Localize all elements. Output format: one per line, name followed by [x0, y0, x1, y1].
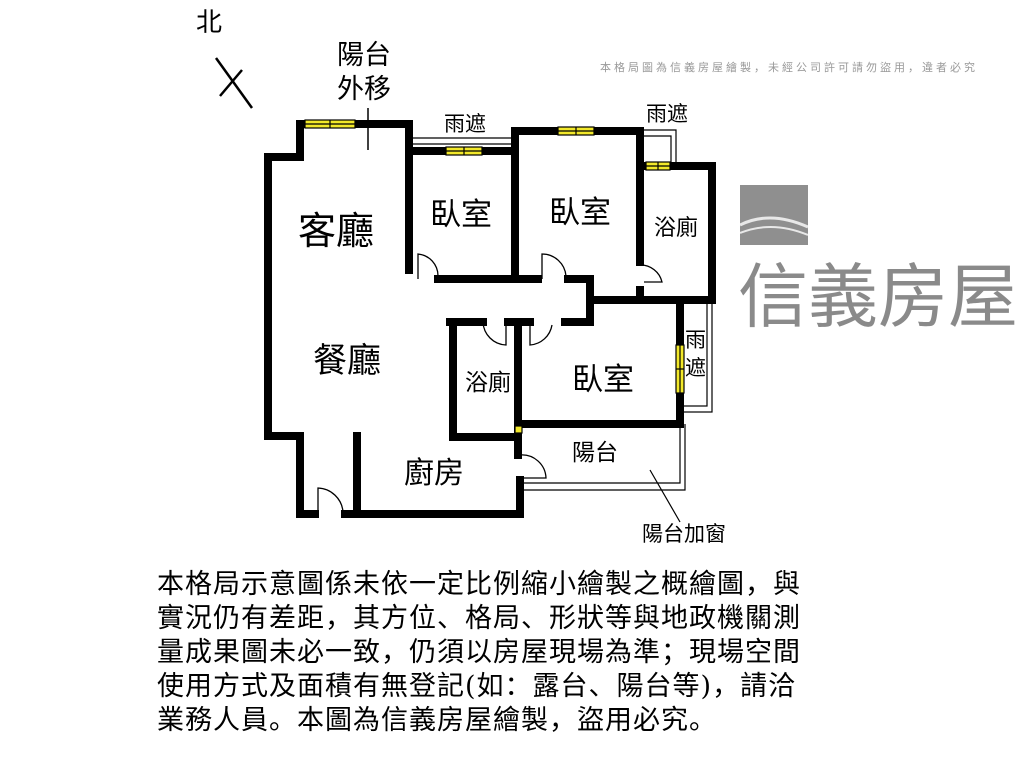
disclaimer-line: 量成果圖未必一致，仍須以房屋現場為準；現場空間	[157, 637, 801, 668]
north-label: 北	[196, 8, 223, 38]
door-bedroom2	[541, 253, 567, 279]
label-bedroom-2: 臥室	[549, 195, 611, 231]
watermark-brand: 信義房屋	[738, 256, 1018, 338]
label-balcony-moved-1: 陽台	[337, 40, 391, 71]
label-rain-shelter-2: 雨遮	[646, 102, 688, 126]
door-bathroom2	[482, 321, 507, 346]
label-living-room: 客廳	[298, 209, 375, 253]
watermark-notice: 本格局圖為信義房屋繪製，未經公司許可請勿盜用，違者必究	[600, 61, 978, 74]
walls	[264, 120, 716, 518]
label-kitchen: 廚房	[404, 456, 464, 491]
door-entrance	[317, 487, 344, 514]
label-bedroom-3: 臥室	[572, 362, 634, 398]
wave-icon	[740, 216, 808, 236]
north-arrow-icon	[214, 57, 254, 109]
label-rain-shelter-1: 雨遮	[444, 112, 486, 136]
label-rain-shelter-3a: 雨	[685, 328, 706, 352]
door-bedroom3	[529, 322, 553, 346]
watermark-logo	[740, 185, 808, 245]
disclaimer-line: 實況仍有差距，其方位、格局、形狀等與地政機關測	[157, 603, 801, 634]
label-rain-shelter-3b: 遮	[685, 356, 706, 380]
door-balcony	[519, 454, 547, 479]
label-dining-room: 餐廳	[313, 341, 381, 381]
label-balcony-moved-2: 外移	[337, 74, 391, 105]
label-bedroom-1: 臥室	[430, 197, 492, 233]
label-bathroom-1: 浴廁	[654, 216, 699, 241]
disclaimer: 本格局示意圖係未依一定比例縮小繪製之概繪圖，與 實況仍有差距，其方位、格局、形狀…	[157, 568, 877, 738]
label-bathroom-2: 浴廁	[465, 370, 511, 396]
disclaimer-line: 使用方式及面積有無登記(如：露台、陽台等)，請洽	[157, 671, 797, 702]
label-balcony-window: 陽台加窗	[642, 522, 726, 546]
disclaimer-line: 業務人員。本圖為信義房屋繪製，盜用必究。	[157, 705, 717, 736]
label-balcony: 陽台	[572, 440, 618, 466]
disclaimer-line: 本格局示意圖係未依一定比例縮小繪製之概繪圖，與	[157, 569, 801, 600]
door-bathroom1	[639, 264, 663, 283]
doors	[317, 253, 663, 514]
door-bedroom1	[417, 253, 439, 279]
windows	[304, 119, 685, 434]
